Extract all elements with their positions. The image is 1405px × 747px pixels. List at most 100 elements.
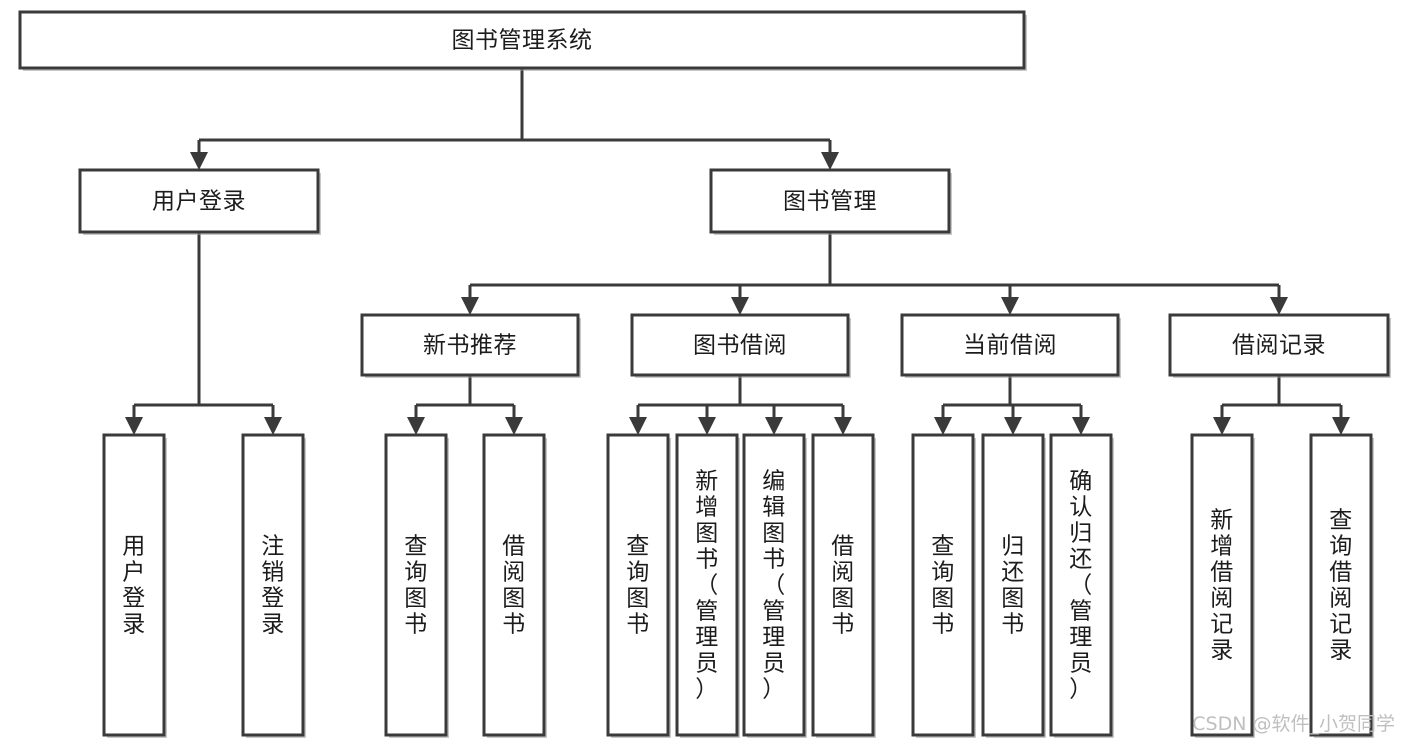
- node-label-char: ）: [695, 676, 719, 702]
- arrow-head-icon: [407, 417, 425, 435]
- arrow-head-icon: [264, 417, 282, 435]
- node-label-char: 管: [695, 598, 719, 624]
- node-label-char: 查: [1329, 507, 1353, 533]
- arrow-head-icon: [1213, 417, 1231, 435]
- node-label-char: 员: [1069, 650, 1093, 676]
- node-label-char: 阅: [1329, 585, 1353, 611]
- arrow-head-icon: [1332, 417, 1350, 435]
- node-label-char: 图: [831, 585, 855, 611]
- arrow-head-icon: [934, 417, 952, 435]
- node-label-char: ）: [762, 676, 786, 702]
- arrow-head-icon: [1270, 297, 1288, 315]
- edges-from-root: [190, 68, 839, 170]
- node-label-char: 管: [762, 598, 786, 624]
- node-book-manage[interactable]: 图书管理: [709, 168, 952, 235]
- node-label-char: 理: [695, 624, 719, 650]
- node-book-borrow[interactable]: 图书借阅: [630, 313, 851, 378]
- node-label-char: 增: [695, 494, 719, 520]
- node-label-char: 图: [695, 520, 719, 546]
- node-label-char: 借: [1210, 559, 1234, 585]
- edges-from-current-borrow: [934, 375, 1090, 435]
- node-label-char: 书: [1001, 611, 1025, 637]
- node-label-char: 增: [1210, 533, 1234, 559]
- node-label-char: 书: [762, 546, 786, 572]
- node-label-char: 询: [1329, 533, 1353, 559]
- node-label-char: 查: [931, 533, 955, 559]
- node-label-char: 用: [122, 533, 146, 559]
- node-label-char: 借: [831, 533, 855, 559]
- node-label-char: 录: [1329, 637, 1353, 663]
- node-label-char: 借: [1329, 559, 1353, 585]
- node-label-char: （: [1069, 572, 1093, 598]
- node-label: 用户登录: [152, 189, 246, 215]
- node-label-char: 记: [1210, 611, 1234, 637]
- node-label-char: 归: [1069, 520, 1093, 546]
- node-label-char: 注: [261, 533, 285, 559]
- node-label-char: 查: [404, 533, 428, 559]
- arrow-head-icon: [190, 152, 208, 170]
- node-label-char: 还: [1069, 546, 1093, 572]
- edges-from-new-book-rec: [407, 375, 523, 435]
- node-label-char: 阅: [831, 559, 855, 585]
- node-label: 当前借阅: [963, 333, 1057, 359]
- node-label-char: 录: [122, 611, 146, 637]
- node-label-char: 户: [122, 559, 146, 585]
- arrow-head-icon: [629, 417, 647, 435]
- node-label-char: 询: [626, 559, 650, 585]
- arrow-head-icon: [461, 297, 479, 315]
- node-label-char: 书: [404, 611, 428, 637]
- node-user-login[interactable]: 用户登录: [78, 168, 321, 235]
- node-label-char: 登: [261, 585, 285, 611]
- node-label-char: 新: [1210, 507, 1234, 533]
- node-label-char: 新: [695, 468, 719, 494]
- node-label-char: 阅: [502, 559, 526, 585]
- arrow-head-icon: [1004, 417, 1022, 435]
- node-label-char: 归: [1001, 533, 1025, 559]
- node-label-char: ）: [1069, 676, 1093, 702]
- node-label-char: 管: [1069, 598, 1093, 624]
- node-label-char: 阅: [1210, 585, 1234, 611]
- node-label: 借阅记录: [1232, 333, 1326, 359]
- node-borrow-record[interactable]: 借阅记录: [1168, 313, 1391, 378]
- node-new-book-rec[interactable]: 新书推荐: [360, 313, 581, 378]
- node-label-char: 图: [404, 585, 428, 611]
- node-label-char: 书: [695, 546, 719, 572]
- node-current-borrow[interactable]: 当前借阅: [900, 313, 1121, 378]
- node-root[interactable]: 图书管理系统: [18, 10, 1027, 71]
- arrow-head-icon: [505, 417, 523, 435]
- node-label-char: 登: [122, 585, 146, 611]
- node-label-char: 书: [931, 611, 955, 637]
- node-label-char: （: [695, 572, 719, 598]
- arrow-head-icon: [834, 417, 852, 435]
- arrow-head-icon: [731, 297, 749, 315]
- node-label-char: 员: [762, 650, 786, 676]
- arrow-head-icon: [698, 417, 716, 435]
- node-label-char: 还: [1001, 559, 1025, 585]
- edges-from-user-login: [125, 232, 282, 435]
- node-label-char: 图: [1001, 585, 1025, 611]
- node-label: 图书借阅: [693, 333, 787, 359]
- node-label-char: 录: [261, 611, 285, 637]
- node-label-char: 查: [626, 533, 650, 559]
- node-label-char: 编: [762, 468, 786, 494]
- arrow-head-icon: [821, 152, 839, 170]
- node-label: 图书管理: [783, 189, 877, 215]
- node-label-char: 认: [1069, 494, 1093, 520]
- node-label-char: 录: [1210, 637, 1234, 663]
- node-label-char: 借: [502, 533, 526, 559]
- node-leaf-user-login[interactable]: 用户登录: [102, 433, 167, 738]
